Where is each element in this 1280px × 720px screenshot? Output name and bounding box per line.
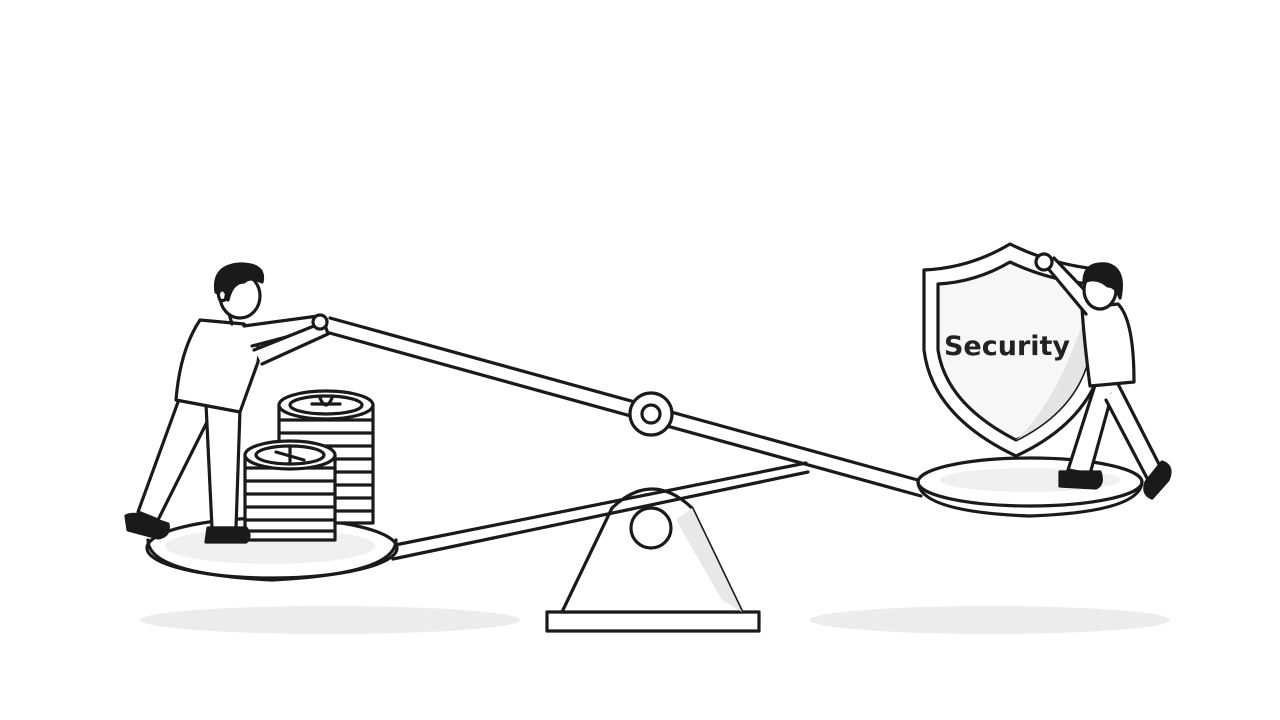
security-shield: Security <box>922 242 1108 458</box>
ground-shadow <box>140 606 1170 634</box>
coin-stack-front <box>243 439 337 542</box>
seesaw-beam <box>324 316 927 498</box>
right-pan <box>916 456 1144 518</box>
fulcrum <box>545 487 761 633</box>
right-person <box>1034 252 1172 500</box>
shield-label: Security <box>944 331 1070 362</box>
support-rod <box>391 461 810 561</box>
left-person <box>124 262 330 544</box>
